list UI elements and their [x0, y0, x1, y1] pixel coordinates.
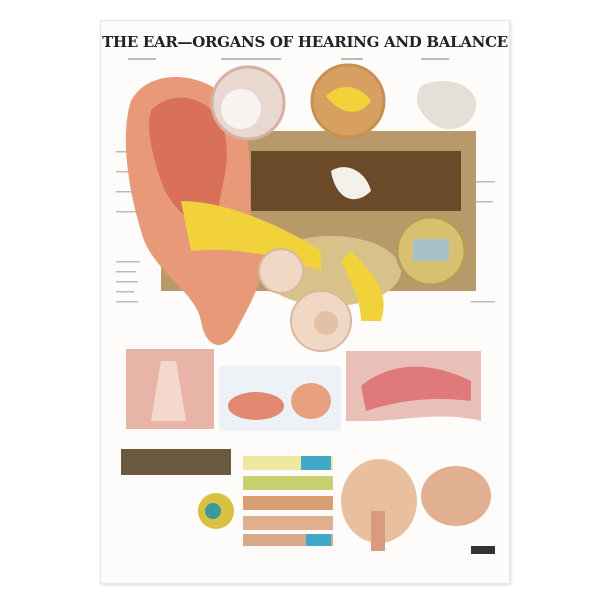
range-bar [243, 476, 333, 490]
ossicles [331, 167, 371, 200]
range-bar [243, 496, 333, 510]
range-bar-accent [301, 456, 331, 470]
hair-cells-right [291, 383, 331, 419]
semicircular-canals [258, 248, 304, 294]
brain-section [341, 459, 417, 543]
eye-pupil [205, 503, 221, 519]
hearing-range-bars [243, 456, 333, 546]
range-bar [243, 516, 333, 530]
brain-lateral [421, 466, 491, 526]
auditory-nerve [341, 251, 384, 321]
brainstem [371, 511, 385, 551]
ossicle-detail [326, 86, 371, 112]
range-bar-accent [306, 534, 331, 546]
publisher-logo [471, 546, 495, 554]
nasal-detail [151, 361, 186, 421]
eardrum [221, 89, 261, 129]
hair-cells-left [228, 392, 284, 420]
label-lines [116, 58, 495, 303]
organ-of-corti [413, 239, 449, 261]
poster-title: THE EAR—ORGANS OF HEARING AND BALANCE [102, 33, 508, 51]
cochlea-inner [314, 311, 338, 335]
eustachian-tube [361, 366, 471, 411]
anatomy-poster: THE EAR—ORGANS OF HEARING AND BALANCE [100, 20, 510, 584]
inner-ear-bone-model [416, 81, 477, 130]
panel-ear-canal-section [121, 449, 231, 475]
ear-illustration [116, 58, 495, 554]
